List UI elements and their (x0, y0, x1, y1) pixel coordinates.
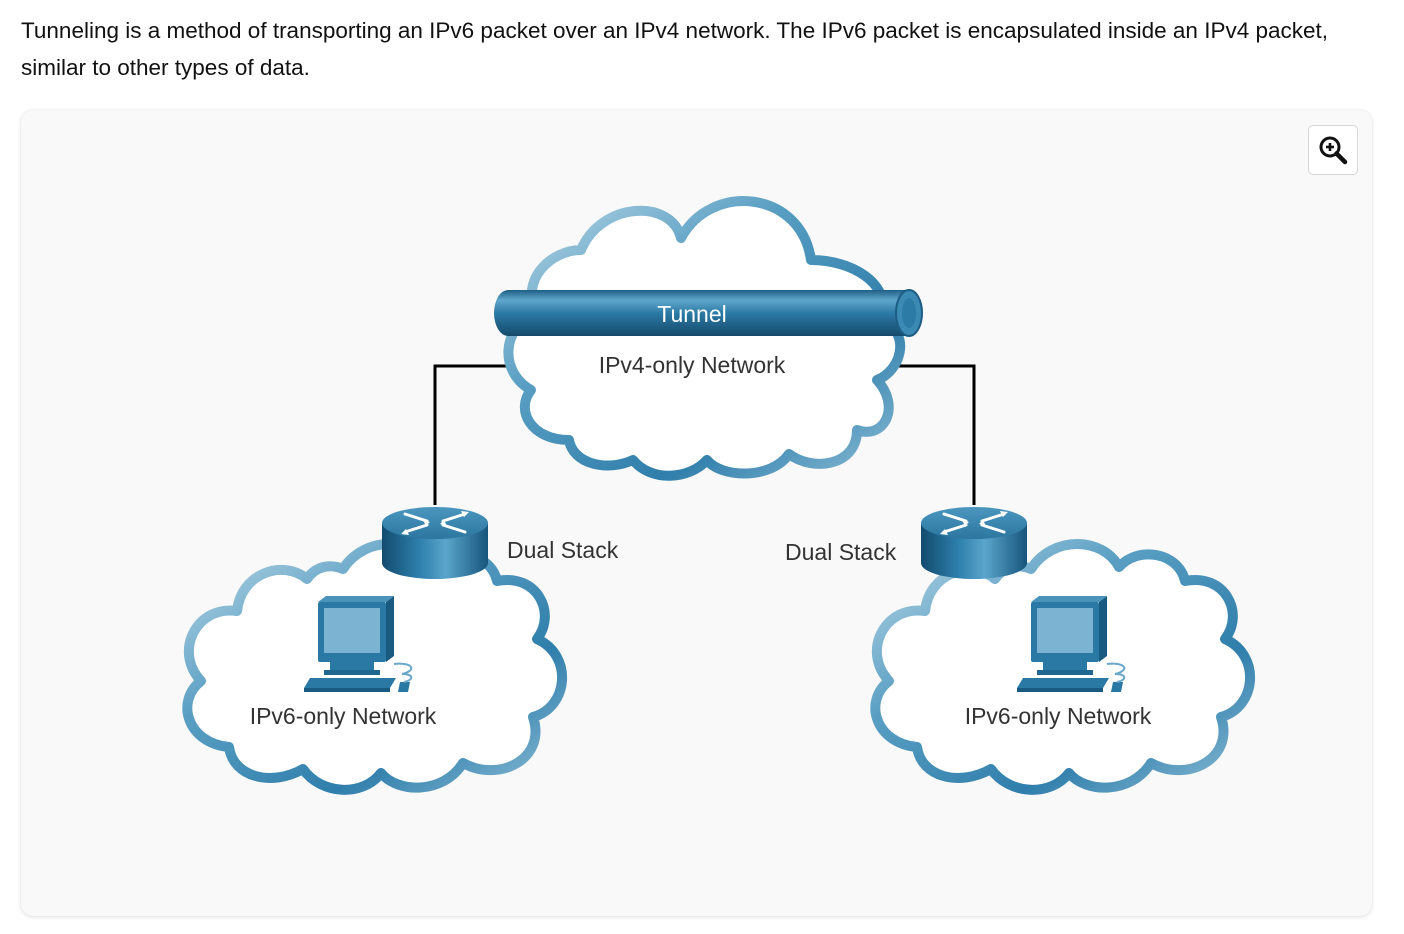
right-router-label: Dual Stack (785, 539, 897, 565)
right-link-line (899, 364, 976, 505)
left-router-icon (380, 505, 490, 581)
zoom-button[interactable] (1308, 125, 1358, 175)
network-diagram-figure: Tunnel IPv4-only Network Dual Stack Dual… (21, 110, 1372, 916)
left-ipv6-cloud-label: IPv6-only Network (250, 703, 437, 729)
right-ipv6-cloud-label: IPv6-only Network (965, 703, 1152, 729)
tunnel-tube (494, 289, 923, 337)
tunneling-diagram: Tunnel IPv4-only Network Dual Stack Dual… (21, 196, 1372, 916)
zoom-in-icon (1319, 136, 1348, 165)
left-router-label: Dual Stack (507, 537, 619, 563)
left-ipv6-cloud (187, 544, 562, 790)
right-router-icon (919, 505, 1029, 581)
intro-paragraph: Tunneling is a method of transporting an… (21, 18, 1329, 80)
tunnel-label: Tunnel (657, 301, 726, 327)
left-link-line (433, 364, 511, 505)
ipv4-cloud-label: IPv4-only Network (599, 352, 786, 378)
ipv4-cloud (503, 196, 906, 481)
